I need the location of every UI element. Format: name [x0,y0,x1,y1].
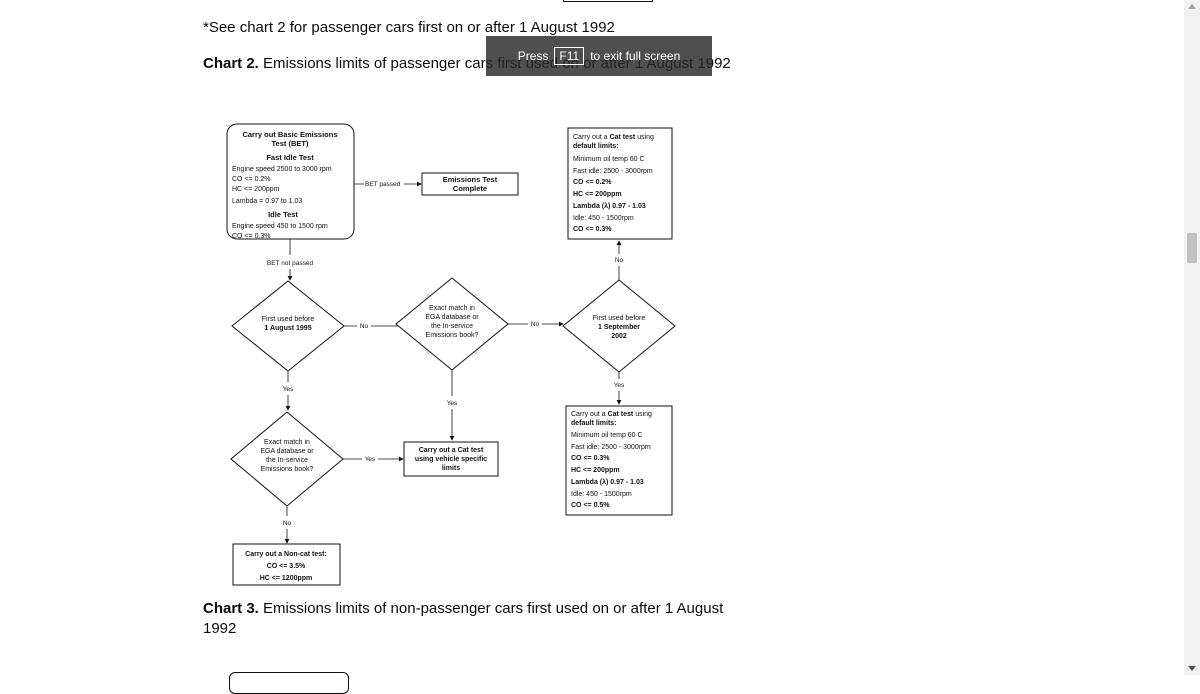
scroll-up-arrow-icon[interactable] [1188,4,1196,9]
scroll-down-arrow-icon[interactable] [1188,666,1196,671]
idle-heading: Idle Test [268,210,298,219]
decision-line: Exact match in [429,305,475,312]
decision-line: the In-service [266,457,308,464]
cat-test-line: Idle: 450 - 1500rpm [571,491,632,498]
non-cat-line: HC <= 1200ppm [260,575,313,582]
yes-label: Yes [365,456,376,463]
cat-test-default-limits-box-2: Carry out a Cat test using default limit… [565,405,673,516]
cat-test-title: Carry out a Cat test using [573,134,654,141]
f11-key: F11 [554,47,585,65]
cat-test-line: CO <= 0.3% [571,455,610,462]
decision-line: First used before [593,315,646,322]
emissions-complete-line: Complete [453,184,487,193]
cat-test-line: Idle: 450 - 1500rpm [573,215,634,222]
decision-line: 1 August 1995 [264,325,311,332]
toast-prefix: Press [517,49,549,63]
fast-idle-line: Lambda = 0.97 to 1.03 [232,198,302,205]
next-chart-box-edge [229,672,349,694]
cat-test-line: CO <= 0.2% [573,179,612,186]
decision-line: 1 September [598,324,640,331]
bet-title-2: Test (BET) [272,139,309,148]
label-bg [362,454,378,464]
cat-test-vehicle-specific-box: Carry out a Cat test using vehicle speci… [403,441,499,477]
non-cat-test-box: Carry out a Non-cat test: CO <= 3.5% HC … [232,543,341,586]
cat-test-default-limits-box-1: Carry out a Cat test using default limit… [567,127,673,240]
label-bg [528,319,542,329]
cat-test-line: HC <= 200ppm [573,191,622,198]
fullscreen-exit-toast: Press F11 to exit full screen [486,36,712,76]
yes-label: Yes [614,382,625,389]
idle-line: CO <= 0.3% [232,233,271,240]
bet-passed-label: BET passed [365,181,401,188]
previous-chart-box-edge [563,0,653,2]
chart-2-label: Chart 2. [203,55,259,72]
yes-label: Yes [283,386,294,393]
yes-label: Yes [447,400,458,407]
non-cat-line: CO <= 3.5% [267,563,306,570]
cat-vehicle-line: using vehicle specific [415,456,487,463]
decision-exact-match-ega-2: Exact match in EGA database or the In-se… [230,411,344,507]
decision-first-used-before-1995: First used before 1 August 1995 [231,280,345,372]
cat-test-line: Minimum oil temp 60 C [573,156,645,163]
scrollbar-thumb[interactable] [1187,233,1197,263]
fast-idle-line: HC <= 200ppm [232,186,280,193]
cat-test-title-2: default limits: [573,143,619,150]
decision-line: 2002 [611,333,627,340]
cat-test-line: CO <= 0.3% [573,226,612,233]
page-content: *See chart 2 for passenger cars first on… [203,0,743,694]
decision-line: the In-service [431,323,473,330]
cat-test-line: Lambda (λ) 0.97 - 1.03 [573,202,646,210]
cat-vehicle-line: Carry out a Cat test [419,447,484,454]
decision-line: EGA database or [425,314,479,321]
no-label: No [283,520,292,527]
decision-line: EGA database or [260,448,314,455]
decision-line: Emissions book? [261,466,314,473]
non-cat-line: Carry out a Non-cat test: [245,551,327,558]
emissions-complete-line: Emissions Test [443,175,498,184]
fast-idle-line: CO <= 0.2% [232,176,271,183]
cat-test-line: CO <= 0.5% [571,502,610,509]
no-label: No [360,323,369,330]
chart-3-heading: Chart 3. Emissions limits of non-passeng… [203,599,743,639]
chart-3-label: Chart 3. [203,600,259,617]
chart-note: *See chart 2 for passenger cars first on… [203,19,615,36]
fast-idle-line: Engine speed 2500 to 3000 rpm [232,166,332,173]
cat-vehicle-line: limits [442,465,460,472]
bet-title-1: Carry out Basic Emissions [242,130,337,139]
bet-box: Carry out Basic Emissions Test (BET) Fas… [226,123,355,240]
label-bg [364,178,404,189]
decision-exact-match-ega-1: Exact match in EGA database or the In-se… [395,277,509,371]
toast-suffix: to exit full screen [590,49,681,63]
emissions-test-complete-box: Emissions Test Complete [421,172,519,196]
cat-test-line: Minimum oil temp 60 C [571,432,643,439]
decision-line: Emissions book? [426,332,479,339]
fast-idle-heading: Fast Idle Test [266,153,314,162]
chart-3-title: Emissions limits of non-passenger cars f… [203,600,724,637]
decision-line: Exact match in [264,439,310,446]
label-bg [357,321,371,331]
vertical-scrollbar[interactable] [1184,0,1200,675]
no-label: No [615,257,624,264]
cat-test-line: Fast idle: 2500 - 3000rpm [573,168,653,175]
decision-line: First used before [262,316,315,323]
no-label: No [531,321,540,328]
cat-test-line: HC <= 200ppm [571,467,620,474]
cat-test-title: Carry out a Cat test using [571,411,652,418]
cat-test-line: Lambda (λ) 0.97 - 1.03 [571,478,644,486]
emissions-flowchart: Carry out Basic Emissions Test (BET) Fas… [226,123,676,586]
cat-test-title-2: default limits: [571,420,617,427]
idle-line: Engine speed 450 to 1500 rpm [232,223,328,230]
bet-not-passed-label: BET not passed [267,260,314,267]
decision-first-used-before-2002: First used before 1 September 2002 [562,279,676,373]
cat-test-line: Fast idle: 2500 - 3000rpm [571,444,651,451]
